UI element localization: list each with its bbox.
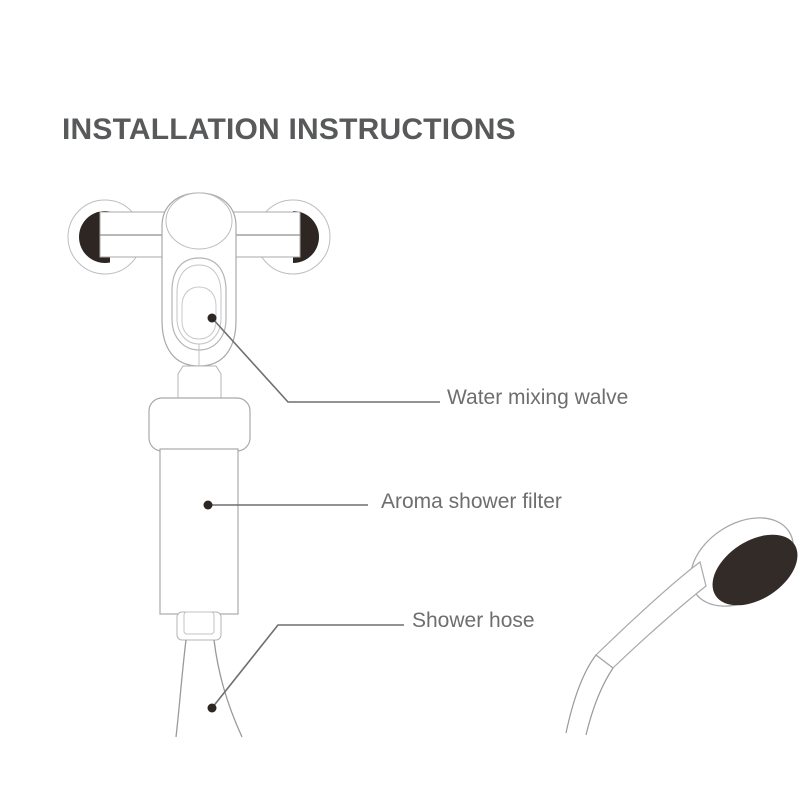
filter-outlet-inner — [183, 611, 215, 635]
aroma-shower-filter-group — [148, 397, 251, 641]
water-mixing-valve-group — [67, 192, 331, 399]
callout-label-aroma-shower-filter: Aroma shower filter — [381, 490, 562, 513]
callout-leaders — [203, 313, 440, 713]
valve-top-cap — [165, 192, 233, 250]
leader-line-shower-hose — [211, 624, 404, 709]
leader-dot-water-mixing-walve — [207, 313, 217, 323]
leader-dot-aroma-shower-filter — [203, 500, 213, 510]
callout-label-water-mixing-walve: Water mixing walve — [447, 386, 629, 409]
hand-shower-group — [565, 517, 798, 736]
page-title: INSTALLATION INSTRUCTIONS — [62, 113, 516, 146]
shower-hose-edge-right — [213, 639, 243, 738]
filter-cap — [148, 397, 251, 452]
hand-shower-collar — [595, 654, 614, 669]
leader-line-water-mixing-walve — [211, 317, 440, 403]
callout-label-shower-hose: Shower hose — [412, 609, 535, 632]
leader-dot-shower-hose — [207, 703, 217, 713]
shower-hose-group — [175, 639, 243, 738]
hand-shower-hose-edge-right — [585, 667, 614, 736]
valve-lever-inner — [181, 286, 217, 340]
hand-shower-handle — [595, 560, 707, 669]
hand-shower-face — [712, 534, 798, 606]
valve-outlet-neck — [177, 365, 222, 399]
shower-hose-edge-left — [175, 639, 187, 738]
filter-body — [159, 448, 239, 615]
hand-shower-hose-edge-left — [565, 654, 597, 734]
